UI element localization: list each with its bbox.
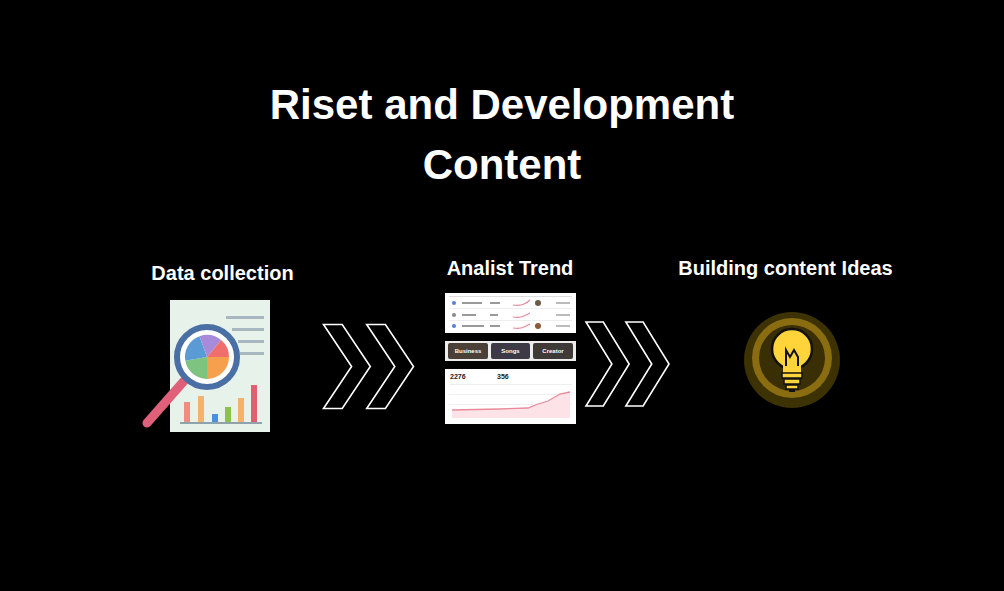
thumb <box>535 300 541 306</box>
table-rule <box>449 320 572 321</box>
diagram-title: Riset and Development Content <box>222 75 782 195</box>
sparkline <box>513 300 530 305</box>
screenshot-label: Business <box>448 343 488 359</box>
magnifier-handle <box>147 381 184 423</box>
row-text <box>556 302 570 304</box>
row-text <box>462 302 482 304</box>
bulb-base <box>784 379 800 384</box>
grid-line <box>449 384 572 385</box>
chevron <box>367 325 414 409</box>
stage-heading: Analist Trend <box>438 256 582 280</box>
text-line <box>240 352 264 355</box>
paper-sheet <box>170 300 270 432</box>
glow-inner <box>759 325 825 391</box>
area-fill <box>452 392 570 418</box>
text-line <box>232 328 264 331</box>
row-text <box>462 325 484 327</box>
stage-node: Analist Trend <box>438 256 582 428</box>
row-dot <box>452 313 456 317</box>
text-line <box>226 316 264 319</box>
bulb-tip <box>789 389 795 392</box>
category-button <box>491 343 530 359</box>
table-rule <box>449 308 572 309</box>
baseline <box>180 422 262 424</box>
screenshot-label: Songs <box>491 343 530 359</box>
sparkline <box>513 313 530 317</box>
glow-outer <box>744 312 840 408</box>
row-text <box>556 314 570 316</box>
magnifier-lens <box>177 327 237 387</box>
bar <box>225 407 231 422</box>
bar <box>212 414 218 422</box>
stage-node: Data collection <box>146 261 299 433</box>
chevron <box>586 322 629 406</box>
data-collection-icon <box>147 300 270 432</box>
trend-screenshot <box>445 293 576 424</box>
bar <box>238 398 244 422</box>
pie-slice <box>207 357 229 379</box>
sparkline <box>513 324 530 328</box>
screenshot-label: Creator <box>533 343 573 359</box>
table-rule <box>449 296 572 297</box>
bulb-base <box>786 385 798 389</box>
stage-heading: Building content Ideas <box>673 256 898 280</box>
row-text <box>490 302 500 304</box>
row-text <box>462 314 476 316</box>
chevron-arrow <box>586 322 669 406</box>
category-strip <box>445 341 576 361</box>
row-dot <box>452 324 456 328</box>
glow-ring <box>752 318 832 398</box>
lightbulb-icon <box>744 312 840 408</box>
row-text <box>490 325 500 327</box>
bulb-base <box>782 373 802 378</box>
chart-panel <box>445 369 576 424</box>
grid-line <box>449 394 572 395</box>
table-panel <box>445 293 576 333</box>
chevron-arrow <box>324 325 414 409</box>
row-dot <box>452 301 456 305</box>
chevron <box>626 322 669 406</box>
bar <box>198 396 204 422</box>
category-button <box>448 343 488 359</box>
category-button <box>533 343 573 359</box>
row-text <box>490 314 498 316</box>
area-line <box>452 392 570 410</box>
bar <box>184 402 190 422</box>
text-line <box>238 340 264 343</box>
row-text <box>556 325 570 327</box>
screenshot-label: 356 <box>497 372 521 382</box>
thumb <box>535 323 541 329</box>
stage-node: Building content Ideas <box>673 256 898 428</box>
stage-heading: Data collection <box>146 261 299 285</box>
chevron <box>324 325 371 409</box>
bar <box>251 385 257 422</box>
pie-slice <box>207 340 229 357</box>
screenshot-label: 2276 <box>450 372 480 382</box>
filament <box>786 350 798 366</box>
pie-slice <box>185 357 207 379</box>
